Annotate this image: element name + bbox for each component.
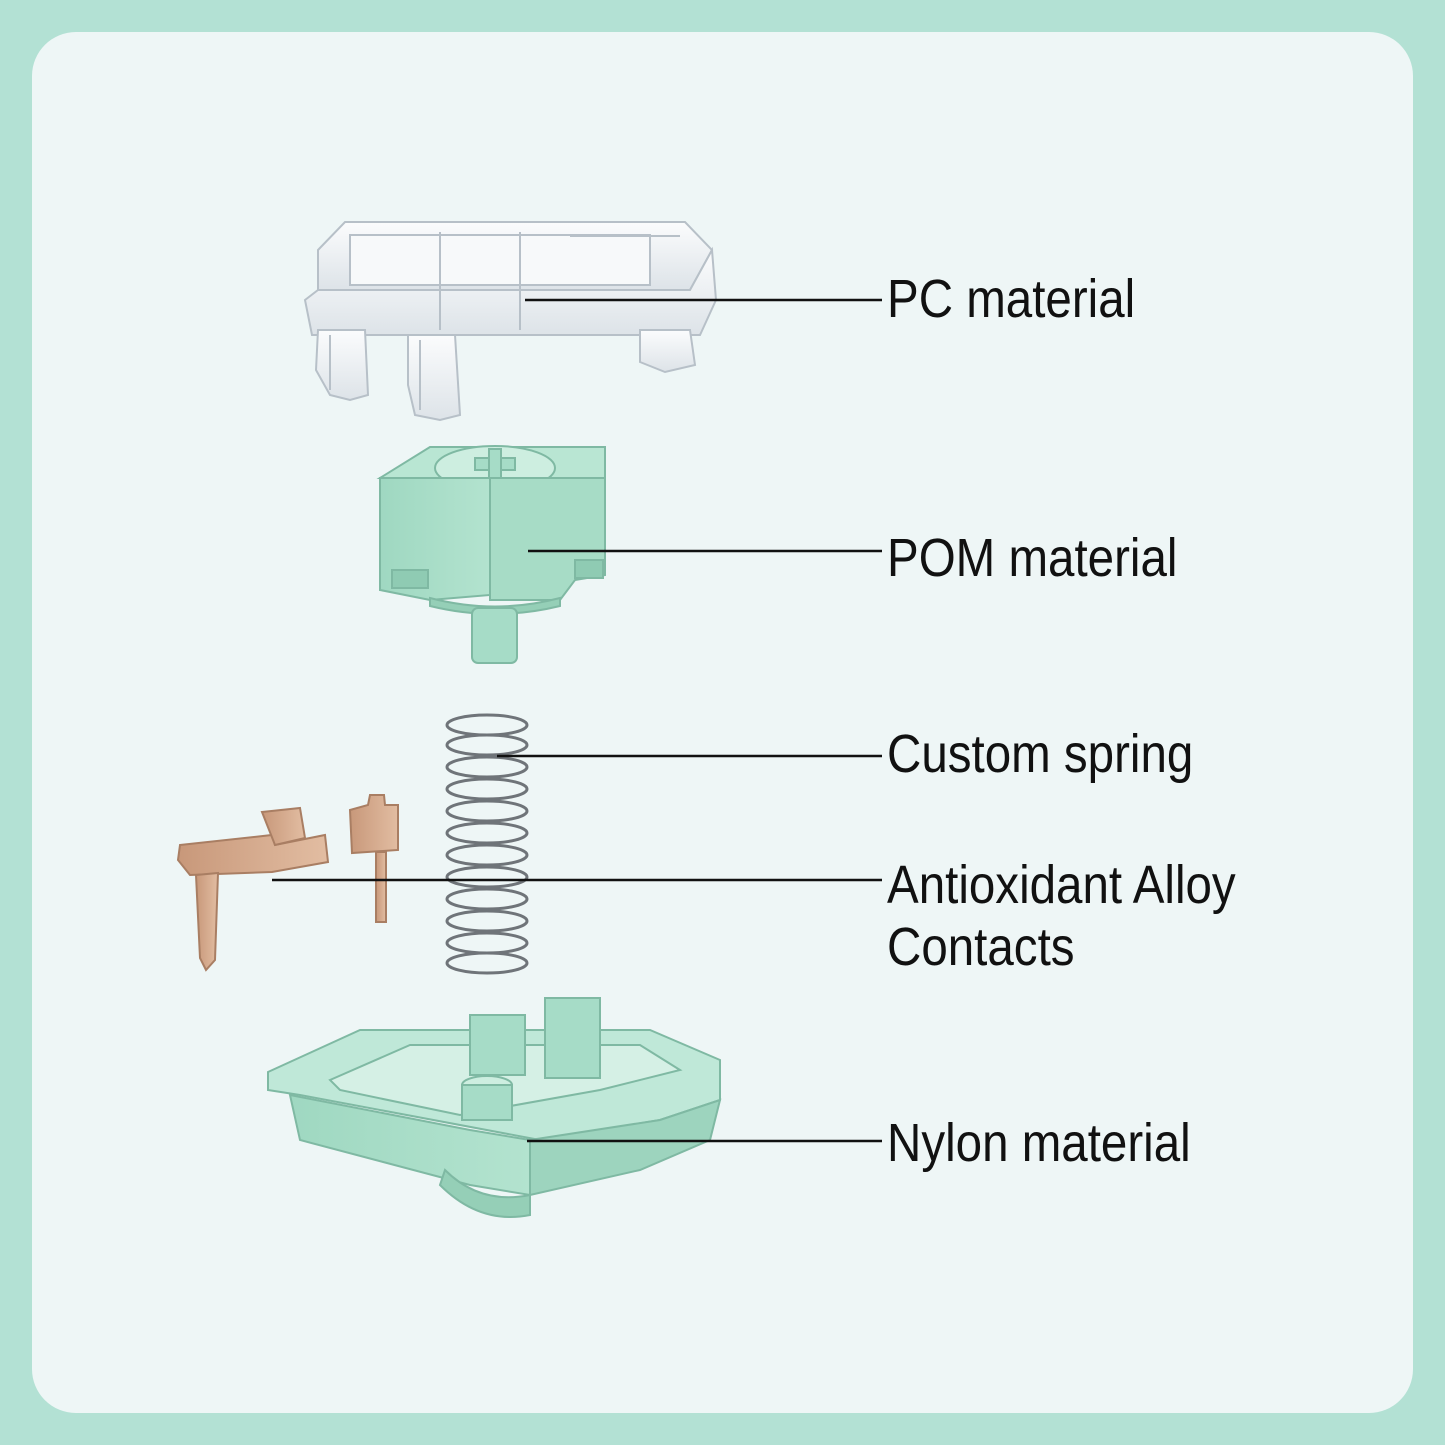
leader-lines [272, 298, 882, 1143]
contacts-illustration [176, 794, 399, 972]
label-contacts: Contacts [887, 917, 1075, 977]
label-antioxidant-alloy: Antioxidant Alloy [887, 855, 1236, 915]
label-nylon-material: Nylon material [887, 1113, 1191, 1173]
diagram-card [32, 32, 1413, 1413]
label-pom-material: POM material [887, 528, 1178, 588]
stem-illustration [376, 445, 606, 664]
spring-illustration [445, 713, 529, 975]
label-custom-spring: Custom spring [887, 724, 1194, 784]
bottom-housing-illustration [267, 997, 722, 1218]
top-housing-illustration [303, 221, 718, 422]
label-pc-material: PC material [887, 269, 1136, 329]
